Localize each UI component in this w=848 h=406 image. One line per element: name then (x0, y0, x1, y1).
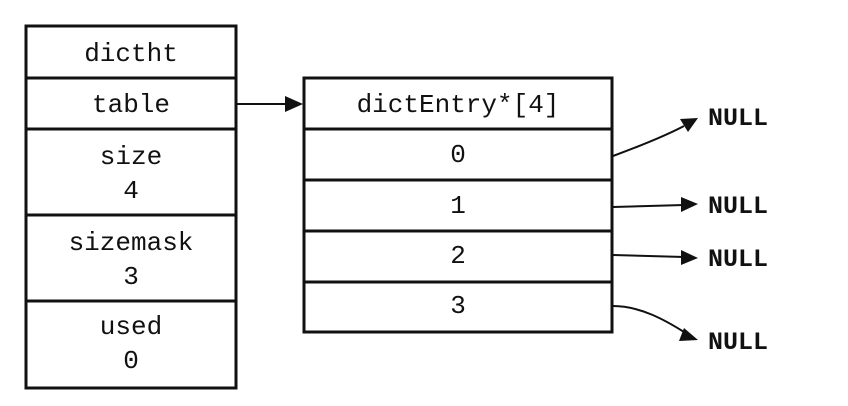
dictht-size-label: size (100, 142, 162, 172)
slot-3-pointer-line (612, 305, 685, 333)
slot-1-pointer-line (612, 204, 685, 208)
slot-3: 3 (450, 291, 466, 321)
table-pointer-arrow (236, 96, 303, 112)
dict-entry-array: dictEntry*[4] 0 1 2 3 (302, 76, 614, 334)
dictht-used-value: 0 (123, 346, 139, 376)
slot-3-null-label: NULL (708, 328, 768, 357)
dictht-table-field: table (92, 90, 170, 120)
slot-0-null-label: NULL (708, 104, 768, 133)
null-pointers: NULL NULL NULL NULL (612, 104, 768, 357)
dictht-size-value: 4 (123, 176, 139, 206)
slot-1: 1 (450, 191, 466, 221)
slot-2: 2 (450, 241, 466, 271)
slot-0-arrowhead (680, 118, 698, 132)
slot-1-arrowhead (681, 197, 698, 212)
dictht-struct: dictht table size 4 sizemask 3 used 0 (24, 24, 238, 390)
dictht-sizemask-label: sizemask (69, 228, 194, 258)
slot-3-arrowhead (679, 328, 698, 341)
slot-1-null-label: NULL (708, 192, 768, 221)
slot-2-pointer-line (612, 254, 685, 258)
dict-entry-outline (302, 76, 614, 334)
slot-0-pointer-line (612, 125, 685, 157)
table-pointer-arrowhead (285, 96, 303, 112)
slot-2-arrowhead (681, 250, 698, 265)
dictht-used-label: used (100, 312, 162, 342)
slot-2-null-label: NULL (708, 245, 768, 274)
dictht-title: dictht (84, 39, 178, 69)
dictht-outline (24, 24, 238, 390)
slot-0: 0 (450, 140, 466, 170)
dictht-sizemask-value: 3 (123, 262, 139, 292)
dict-entry-title: dictEntry*[4] (357, 90, 560, 120)
